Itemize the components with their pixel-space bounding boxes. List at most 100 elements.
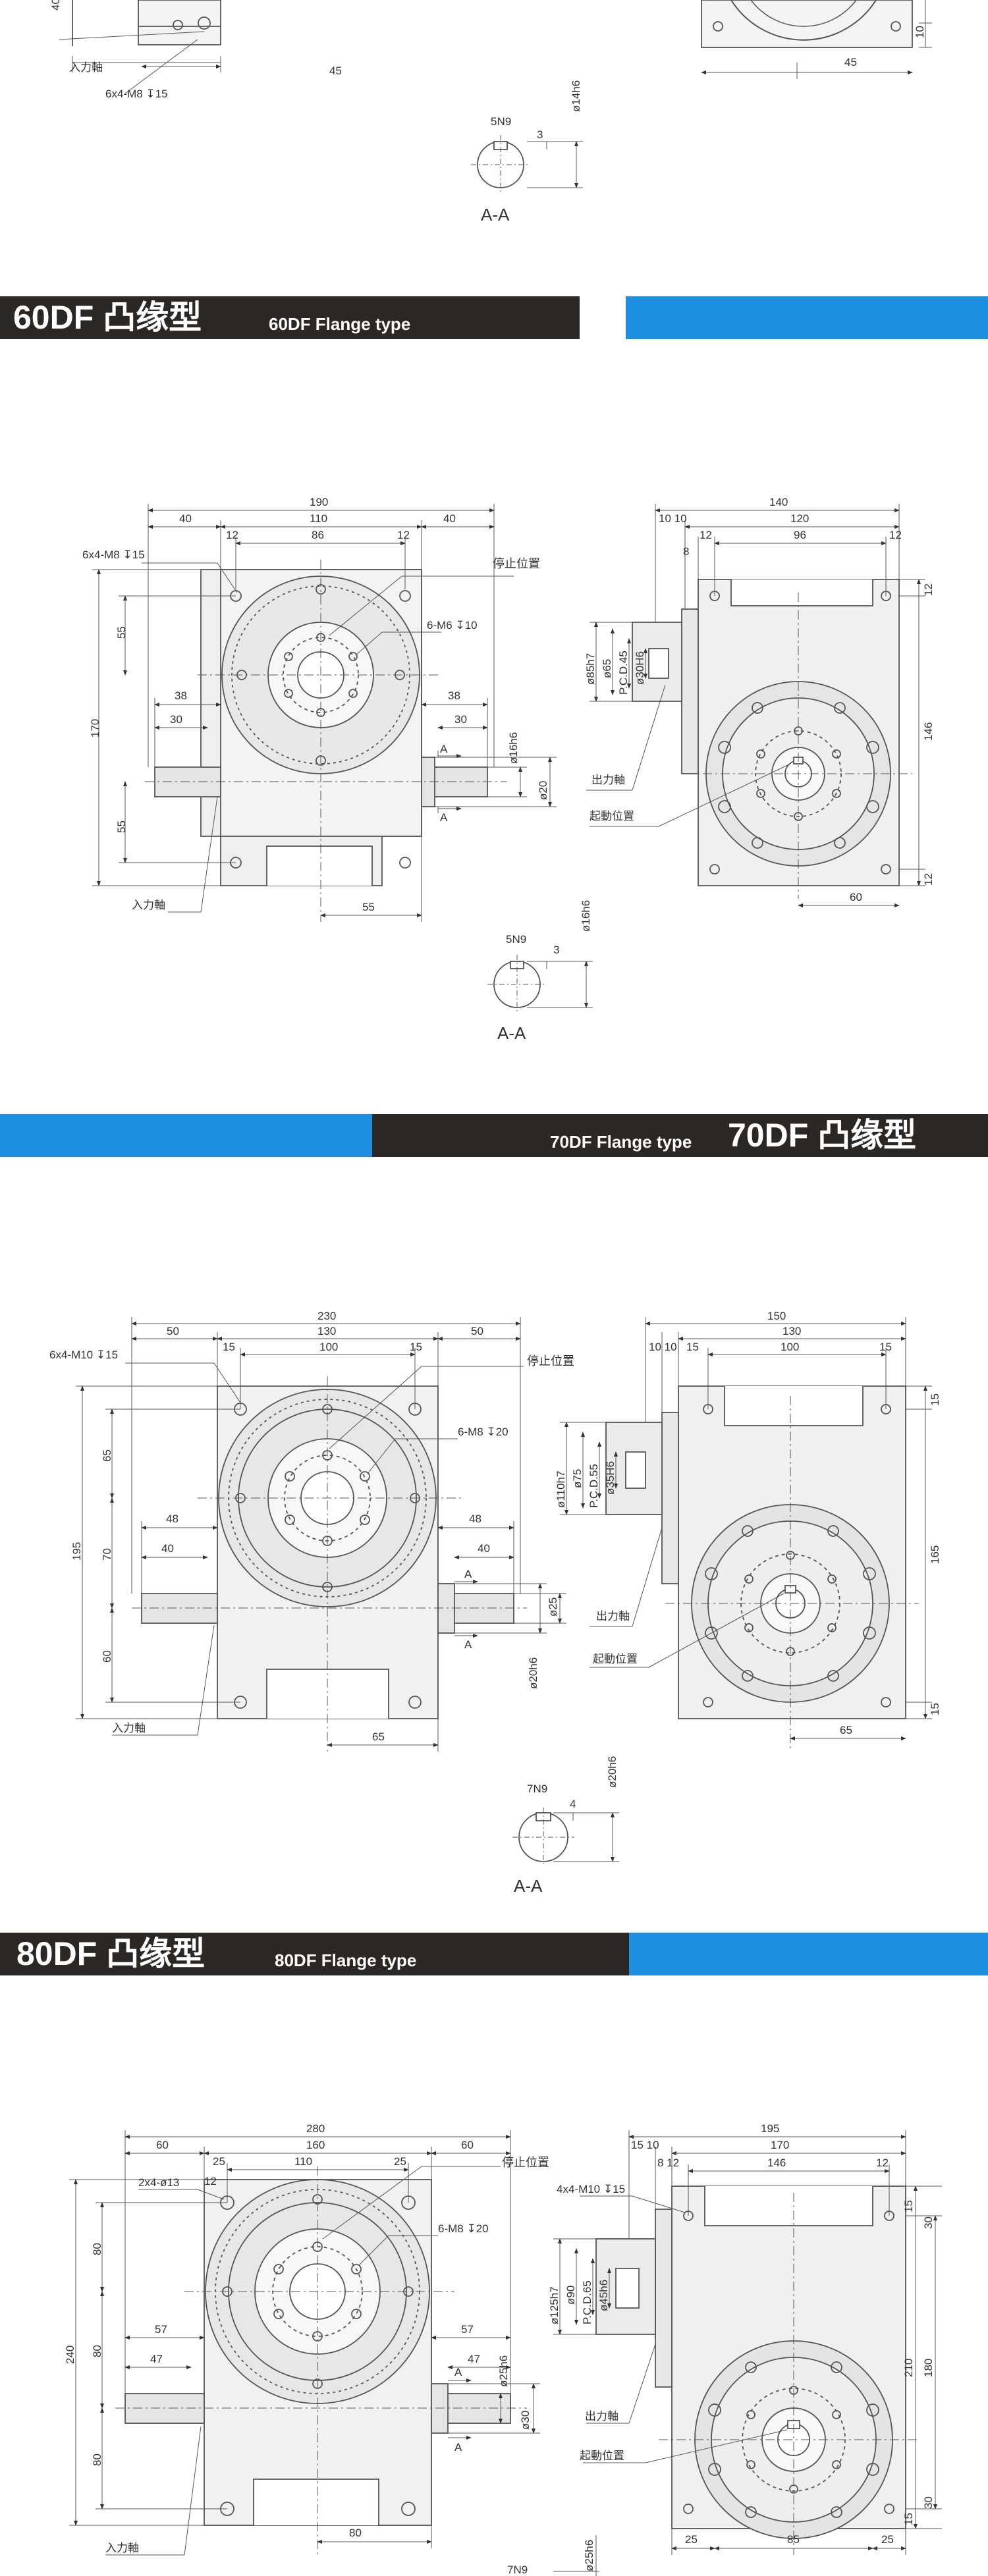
label-depth: 4 — [570, 1798, 576, 1810]
dim-bore: ø35H6 — [604, 1461, 617, 1495]
dim-h30: 30 — [922, 2216, 935, 2229]
dim-h15: 15 — [902, 2200, 915, 2213]
dim-bottom: 65 — [840, 1724, 852, 1736]
label-stop-position: 停止位置 — [527, 1355, 574, 1368]
partial-previous-labels: 40 入力軸 6x4-M8 ↧15 45 45 10 5N9 3 ø14h6 A… — [49, 0, 926, 225]
dim-d25: ø25 — [547, 1597, 559, 1617]
dim-d48b: 48 — [469, 1513, 481, 1525]
70df-aa-labels: 7N9 4 ø20h6 A-A — [514, 1756, 618, 1896]
label-output-shaft: 出力軸 — [596, 1610, 630, 1623]
dim-shaft-dia: ø20h6 — [527, 1657, 539, 1689]
dim-d30a: 30 — [170, 713, 182, 726]
dim-bottom: 80 — [349, 2527, 362, 2539]
dim-12b: 12 — [889, 529, 902, 541]
80df-aa-labels: 7N9 ø25h6 — [507, 2540, 595, 2576]
60df-side-labels: 140 10 10 120 8 12 96 12 ø85h7 ø65 P.C.D… — [584, 496, 935, 903]
dim-h55a: 55 — [115, 626, 128, 639]
dim-mid: 110 — [310, 512, 327, 525]
80df-front-labels: 280 60 160 60 25 110 25 12 2x4-ø13 停止位置 … — [64, 2122, 549, 2554]
label-tapped: 6-M8 ↧20 — [438, 2222, 489, 2235]
80df-side-view — [553, 2130, 942, 2555]
dim-d38a: 38 — [175, 689, 187, 702]
banner-dark-bar — [0, 1933, 629, 1975]
dim-130: 130 — [782, 1325, 801, 1337]
dim-1510: 15 10 — [631, 2139, 659, 2151]
dim-d40a: 40 — [161, 1542, 174, 1555]
dim-h15b: 15 — [929, 1703, 941, 1715]
label-depth: 3 — [537, 128, 543, 141]
dim-12: 12 — [876, 2157, 889, 2169]
label-depth: 3 — [553, 944, 559, 956]
label-tapped: 6-M6 ↧10 — [427, 619, 478, 631]
dim-812: 8 12 — [657, 2157, 679, 2169]
60df-front-labels: 190 40 110 40 12 86 12 6x4-M8 ↧15 停止位置 6… — [82, 496, 549, 913]
dim-h180: 180 — [922, 2359, 935, 2377]
banner-subtitle: 70DF Flange type — [550, 1132, 692, 1152]
label-output-shaft: 出力軸 — [585, 2410, 618, 2423]
dim-d30b: 30 — [454, 713, 467, 726]
label-aa: A-A — [514, 1876, 543, 1896]
dim-1010: 10 10 — [649, 1341, 677, 1353]
label-input-shaft: 入力軸 — [132, 899, 165, 911]
dim-pilot: ø110h7 — [555, 1471, 567, 1508]
dim-c100: 100 — [319, 1341, 338, 1353]
dim-12a: 12 — [700, 529, 712, 541]
dim-total: 140 — [769, 496, 788, 508]
dim-shaft-dia: ø16h6 — [507, 732, 520, 764]
dim-d48a: 48 — [166, 1513, 178, 1525]
80df-side-labels: 195 15 10 170 8 12 146 12 4x4-M10 ↧15 ø1… — [548, 2122, 935, 2546]
section-banner-80df: 80DF 凸缘型 80DF Flange type — [0, 1933, 988, 1975]
banner-title: 70DF 凸缘型 — [728, 1117, 917, 1154]
dim-100: 100 — [781, 1341, 799, 1353]
label-start-position: 起動位置 — [580, 2450, 624, 2462]
dim-h146: 146 — [922, 722, 935, 741]
dim-d75: ø75 — [571, 1469, 584, 1488]
dim-8: 8 — [683, 545, 689, 558]
label-holes: 6x4-M10 ↧15 — [49, 1349, 118, 1361]
dim-top-left: 40 — [49, 0, 62, 11]
label-holes: 4x4-M10 ↧15 — [557, 2183, 625, 2195]
80df-front-view — [69, 2130, 540, 2556]
dim-c25b: 25 — [394, 2155, 406, 2168]
label-section-a2: A — [440, 811, 448, 824]
dim-h55b: 55 — [115, 820, 128, 833]
70df-side-labels: 150 130 10 10 15 100 15 ø110h7 ø75 P.C.D… — [555, 1310, 941, 1736]
dim-bottom-left: 25 — [685, 2533, 698, 2546]
banner-subtitle: 60DF Flange type — [269, 314, 411, 334]
dim-d38b: 38 — [448, 689, 460, 702]
dim-h70: 70 — [101, 1548, 113, 1561]
dim-right: 60 — [461, 2139, 474, 2151]
dim-bottom: 85 — [787, 2533, 800, 2546]
dim-h12a: 12 — [922, 583, 935, 596]
dim-total-width: 280 — [306, 2122, 325, 2135]
dim-total-width: 230 — [317, 1310, 336, 1322]
dim-1010: 10 10 — [659, 512, 687, 525]
dim-left: 60 — [156, 2139, 169, 2151]
dim-d47b: 47 — [468, 2353, 480, 2365]
dim-shaft-dia: ø25h6 — [497, 2355, 510, 2387]
label-aa: A-A — [497, 1023, 526, 1043]
dim-d90: ø90 — [564, 2286, 577, 2305]
banner-dark-bar — [0, 296, 580, 339]
dim-pilot: ø125h7 — [548, 2286, 561, 2324]
label-section-a: A — [454, 2366, 462, 2378]
label-tapped: 6-M8 ↧20 — [458, 1426, 508, 1438]
dim-h210: 210 — [902, 2359, 915, 2377]
dim-c12b: 12 — [397, 529, 410, 541]
label-input-shaft: 入力軸 — [69, 61, 103, 74]
banner-title: 60DF 凸缘型 — [13, 299, 202, 336]
dim-c86: 86 — [312, 529, 324, 541]
dim-d40b: 40 — [478, 1542, 490, 1555]
label-input-shaft: 入力軸 — [105, 2542, 139, 2554]
label-aa: A-A — [481, 205, 510, 225]
banner-blue-bar — [0, 1114, 375, 1157]
dim-pcd: P.C.D.55 — [588, 1464, 600, 1508]
dim-right: 50 — [471, 1325, 483, 1337]
label-keyway: 5N9 — [506, 933, 526, 946]
banner-blue-bar — [629, 1933, 988, 1975]
dim-bore: ø30H6 — [634, 651, 646, 685]
dim-bottom: 55 — [362, 901, 375, 913]
dim-bottom-right: 25 — [881, 2533, 894, 2546]
label-shaft-dia: ø16h6 — [580, 900, 592, 932]
dim-h15b: 15 — [902, 2513, 915, 2525]
